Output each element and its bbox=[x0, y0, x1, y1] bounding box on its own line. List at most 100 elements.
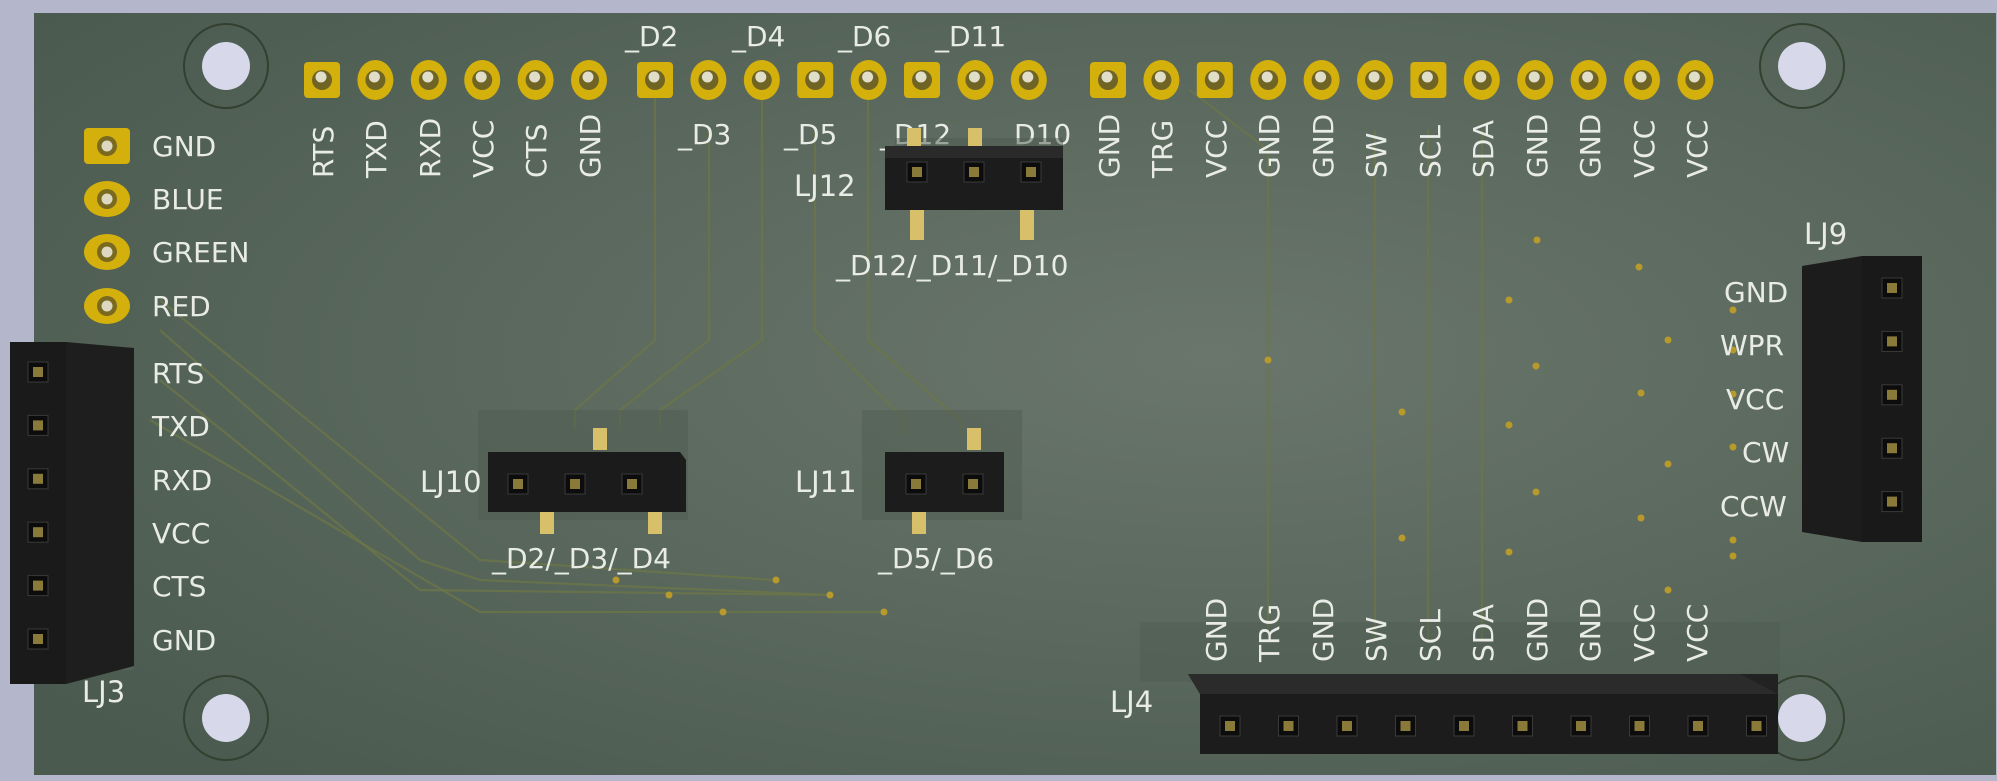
left-pad: RED bbox=[84, 288, 211, 324]
top-pin-label: SDA bbox=[1467, 120, 1500, 178]
top-pad bbox=[410, 60, 447, 100]
lj4-pin-label: SW bbox=[1360, 617, 1393, 662]
connector-lj10: LJ10 _D2/_D3/_D4 bbox=[420, 410, 688, 575]
top-pad bbox=[357, 60, 394, 100]
lj4-pin-label: VCC bbox=[1681, 604, 1714, 662]
d-label-top: _D4 bbox=[731, 20, 785, 53]
pin-socket bbox=[905, 473, 927, 495]
left-pad-label: GREEN bbox=[152, 236, 249, 269]
d-label-top: _D11 bbox=[934, 20, 1006, 53]
lj4-pins bbox=[1219, 715, 1767, 737]
top-pad bbox=[571, 60, 607, 100]
pin-socket bbox=[1395, 715, 1416, 737]
lj4-ref: LJ4 bbox=[1110, 685, 1153, 719]
connector-lj12: LJ12 _D12/_D11/_D10 bbox=[794, 128, 1068, 282]
mounting-hole bbox=[1759, 23, 1845, 109]
pin-socket bbox=[1219, 715, 1241, 737]
vias bbox=[612, 236, 1737, 616]
top-pin-label: GND bbox=[1574, 114, 1607, 178]
lj4-pin-label: TRG bbox=[1253, 604, 1286, 663]
lj4-pin-label: GND bbox=[1200, 598, 1233, 662]
connector-lj11: LJ11 _D5/_D6 bbox=[795, 410, 1022, 575]
top-pin-label: GND bbox=[1093, 114, 1126, 178]
top-pin-label: VCC bbox=[1200, 120, 1233, 178]
pin-socket bbox=[1629, 715, 1650, 737]
left-pads: GND BLUE GREEN RED bbox=[84, 128, 249, 324]
lj3-ref: LJ3 bbox=[82, 675, 125, 709]
top-pin-labels: RTS TXD RXD VCC CTS GND GND TRG VCC GND … bbox=[307, 114, 1714, 179]
pin-socket bbox=[507, 473, 529, 495]
top-pad bbox=[304, 62, 340, 98]
top-pin-label: TXD bbox=[360, 120, 393, 179]
pin-socket bbox=[962, 473, 984, 495]
lj4-pin-label: GND bbox=[1574, 598, 1607, 662]
pin-socket bbox=[963, 161, 985, 183]
pin-socket bbox=[564, 473, 586, 495]
top-pin-label: RTS bbox=[307, 126, 340, 178]
lj4-pin-label: GND bbox=[1521, 598, 1554, 662]
pin-socket bbox=[1020, 161, 1042, 183]
pin-socket bbox=[1881, 491, 1903, 513]
lj3-pin-label: GND bbox=[152, 624, 216, 657]
top-pin-label: GND bbox=[1253, 114, 1286, 178]
top-pin-label: SW bbox=[1360, 133, 1393, 178]
lj10-pins bbox=[507, 473, 643, 495]
top-pin-label: RXD bbox=[414, 118, 447, 178]
lj11-pins bbox=[905, 473, 984, 495]
pin-socket bbox=[1453, 715, 1475, 737]
pin-socket bbox=[1881, 384, 1903, 406]
lj4-pin-label: GND bbox=[1307, 598, 1340, 662]
lj12-ref: LJ12 bbox=[794, 169, 856, 203]
lj9-pin-label: VCC bbox=[1726, 383, 1784, 416]
pin-socket bbox=[1278, 715, 1299, 737]
lj9-pin-label: WPR bbox=[1720, 329, 1784, 362]
top-pin-label: CTS bbox=[520, 124, 553, 178]
pin-socket bbox=[27, 628, 49, 650]
connector-lj9: LJ9 GND WPR VCC CW CCW bbox=[1720, 217, 1922, 542]
mounting-hole bbox=[183, 23, 269, 109]
top-pin-label: GND bbox=[574, 114, 607, 178]
lj10-label: _D2/_D3/_D4 bbox=[491, 542, 671, 575]
lj11-ref: LJ11 bbox=[795, 465, 857, 499]
pin-socket bbox=[1512, 715, 1533, 737]
lj9-pin-label: CW bbox=[1742, 436, 1789, 469]
lj9-pins bbox=[1881, 277, 1903, 513]
pin-socket bbox=[1336, 715, 1358, 737]
lj3-pins bbox=[27, 361, 49, 650]
top-pin-label: GND bbox=[1521, 114, 1554, 178]
top-pad bbox=[1010, 60, 1047, 100]
top-pad bbox=[464, 60, 501, 100]
top-pad bbox=[1624, 60, 1660, 100]
pin-socket bbox=[1881, 437, 1903, 459]
left-pad-label: GND bbox=[152, 130, 216, 163]
top-pad bbox=[1410, 62, 1447, 98]
lj9-pin-label: CCW bbox=[1720, 490, 1787, 523]
d-label-bottom: _D3 bbox=[677, 118, 731, 151]
lj10-ref: LJ10 bbox=[420, 465, 482, 499]
pin-socket bbox=[621, 473, 643, 495]
top-pin-label: SCL bbox=[1414, 125, 1447, 178]
left-pad: GND bbox=[84, 128, 216, 164]
mounting-hole bbox=[183, 675, 269, 761]
pin-socket bbox=[27, 414, 49, 436]
top-pad bbox=[1677, 60, 1714, 100]
connector-lj4: LJ4 GND TRG GND SW SCL SDA GND GND VCC V… bbox=[1110, 598, 1780, 754]
top-pad bbox=[637, 62, 673, 98]
pin-socket bbox=[1687, 715, 1709, 737]
top-pad bbox=[797, 62, 834, 98]
top-pad bbox=[1090, 62, 1126, 98]
pin-socket bbox=[27, 361, 49, 383]
top-pad bbox=[1570, 60, 1607, 100]
d-label-top: _D6 bbox=[837, 20, 891, 53]
lj9-pin-label: GND bbox=[1724, 276, 1788, 309]
connector-lj3: RTS TXD RXD VCC CTS GND LJ3 bbox=[10, 342, 216, 709]
top-pad bbox=[1463, 60, 1500, 100]
top-pad bbox=[1196, 62, 1233, 98]
top-pad bbox=[850, 60, 887, 100]
top-pad bbox=[1517, 60, 1554, 100]
top-pin-label: TRG bbox=[1146, 120, 1179, 179]
lj3-pin-label: RTS bbox=[152, 357, 204, 390]
left-pad: GREEN bbox=[84, 234, 249, 270]
left-pad-label: BLUE bbox=[152, 183, 224, 216]
d-label-bottom: _D5 bbox=[783, 118, 837, 151]
